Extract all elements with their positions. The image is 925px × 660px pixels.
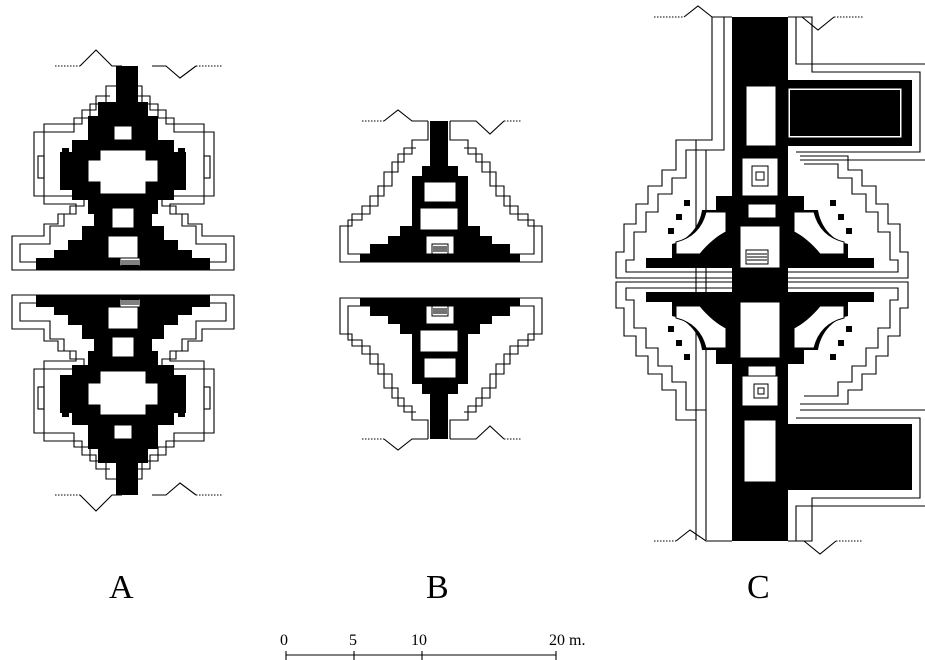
scale-bar: 0 5 10 20 m. [280, 632, 585, 660]
plan-c-transept-upper [615, 139, 909, 279]
scale-tick-10: 10 [411, 632, 427, 649]
plan-a-outer-outline-upper [11, 66, 235, 271]
plan-b-lower [339, 297, 543, 451]
plan-c [615, 5, 925, 555]
scale-tick-20: 20 m. [549, 632, 585, 649]
plan-b [339, 109, 543, 451]
plan-c-transept-lower [615, 281, 909, 421]
scale-tick-5: 5 [349, 632, 357, 649]
plan-a [11, 49, 235, 512]
plan-label-a: A [109, 569, 134, 606]
plan-a-upper [11, 49, 235, 271]
scale-tick-0: 0 [280, 632, 288, 649]
plan-label-c: C [747, 569, 770, 606]
plan-label-b: B [426, 569, 449, 606]
plan-b-upper [339, 109, 543, 263]
plan-a-lower [11, 294, 235, 512]
